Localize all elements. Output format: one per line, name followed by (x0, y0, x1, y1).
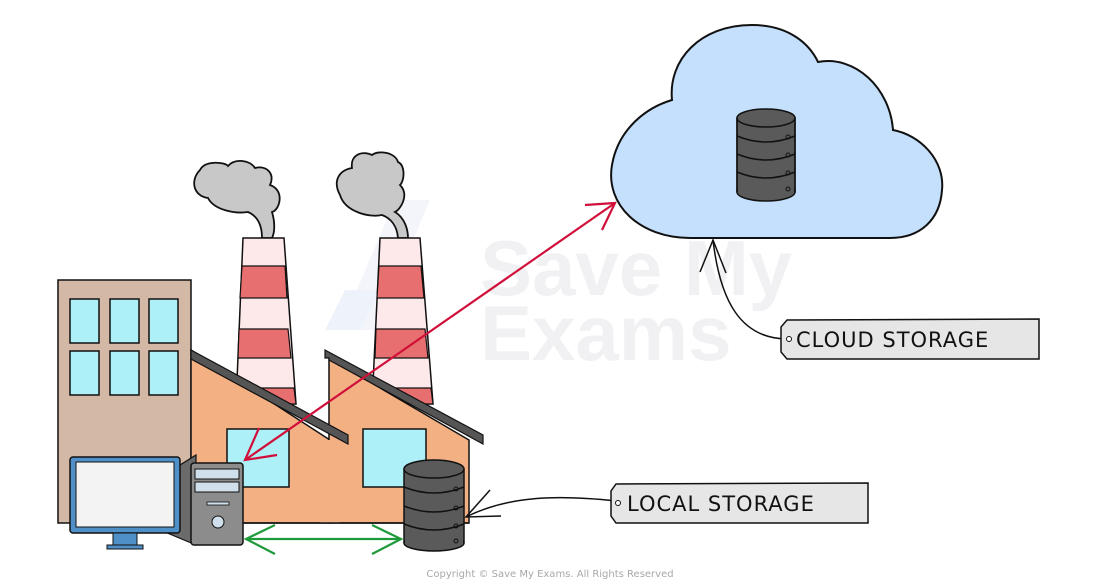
local-storage-text: LOCAL STORAGE (627, 492, 815, 516)
remote-arrowhead-cloud-icon (584, 201, 617, 231)
cloud-pointer-arrowhead-icon (699, 237, 727, 274)
cloud-storage-text: CLOUD STORAGE (796, 328, 989, 352)
remote-arrowhead-computer-icon (243, 427, 278, 462)
remote-connection-arrow (243, 201, 617, 462)
local-pointer-arrowhead-icon (464, 489, 502, 518)
cloud-storage-tag-icon (780, 318, 1040, 360)
computer-icon (69, 453, 244, 550)
smoke-left-icon (193, 160, 281, 239)
local-database-icon (403, 459, 465, 552)
roof-left (190, 348, 349, 446)
cloud (610, 23, 944, 239)
cloud-storage-label: CLOUD STORAGE (699, 237, 1040, 360)
cloud-database-icon (736, 108, 796, 202)
copyright-text: Copyright © Save My Exams. All Rights Re… (426, 569, 674, 580)
roof-right (324, 348, 484, 446)
cloud-pointer-arrow (712, 239, 789, 340)
local-pointer-arrow (465, 496, 618, 518)
local-storage-label: LOCAL STORAGE (464, 482, 869, 524)
watermark-line2: Exams (480, 289, 732, 377)
office-windows (69, 298, 179, 396)
local-arrowhead-computer-icon (243, 524, 276, 555)
local-storage-tag-icon (610, 482, 869, 524)
local-connection-arrow (243, 524, 404, 555)
smoke-right-icon (335, 151, 409, 239)
local-arrowhead-database-icon (371, 524, 404, 555)
